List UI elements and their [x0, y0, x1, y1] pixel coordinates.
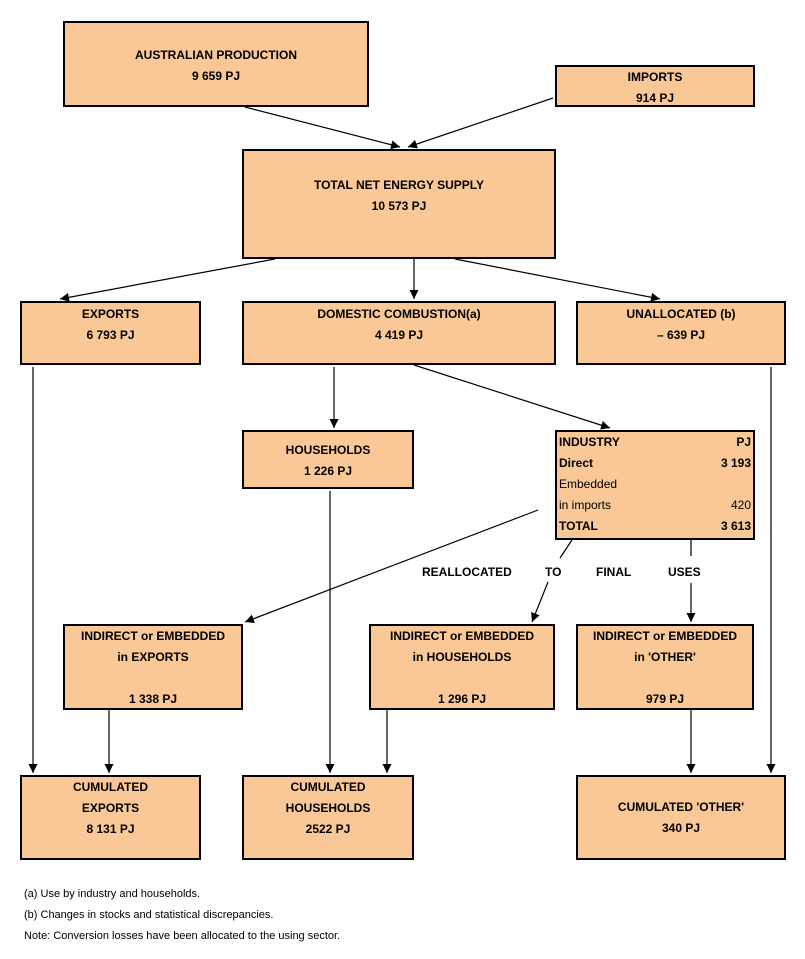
industry-total-label: TOTAL [559, 519, 598, 533]
indirect-exports-line1: INDIRECT or EMBEDDED [80, 629, 225, 643]
australian-production-title: AUSTRALIAN PRODUCTION [135, 48, 297, 62]
cumulated-households-line1: CUMULATED [290, 780, 366, 794]
arrow-production-to-supply [244, 106, 401, 150]
indirect-households-line1: INDIRECT or EMBEDDED [389, 629, 534, 643]
cumulated-other-value: 340 PJ [661, 821, 701, 835]
realloc-word-to: TO [545, 565, 562, 579]
households-value: 1 226 PJ [303, 464, 353, 478]
imports-title: IMPORTS [627, 70, 683, 84]
industry-direct-value: 3 193 [720, 456, 751, 470]
industry-direct-row: Direct 3 193 [559, 453, 751, 474]
domestic-combustion-value: 4 419 PJ [374, 328, 424, 342]
indirect-exports-box: INDIRECT or EMBEDDED in EXPORTS 1 338 PJ [63, 624, 243, 710]
cumulated-households-box: CUMULATED HOUSEHOLDS 2522 PJ [242, 775, 414, 860]
industry-total-value: 3 613 [720, 519, 751, 533]
arrow-industry-to-ind-households-tip [531, 581, 549, 623]
industry-embedded-label-2: in imports [559, 498, 612, 512]
cumulated-exports-value: 8 131 PJ [86, 822, 135, 836]
exports-box: EXPORTS 6 793 PJ [20, 301, 201, 365]
exports-value: 6 793 PJ [86, 328, 135, 342]
realloc-word-final: FINAL [596, 565, 632, 579]
industry-direct-label: Direct [559, 456, 594, 470]
footnote-a: (a) Use by industry and households. [24, 888, 201, 900]
total-net-energy-supply-title: TOTAL NET ENERGY SUPPLY [313, 178, 485, 192]
cumulated-other-line1: CUMULATED 'OTHER' [617, 800, 745, 814]
arrow-industry-to-ind-households [559, 539, 573, 559]
indirect-other-line1: INDIRECT or EMBEDDED [592, 629, 737, 643]
industry-header-row: INDUSTRY PJ [559, 432, 751, 453]
indirect-households-box: INDIRECT or EMBEDDED in HOUSEHOLDS 1 296… [369, 624, 555, 710]
total-net-energy-supply-box: TOTAL NET ENERGY SUPPLY 10 573 PJ [242, 149, 556, 259]
industry-total-row: TOTAL 3 613 [559, 516, 751, 537]
arrow-supply-to-exports [59, 258, 276, 302]
australian-production-box: AUSTRALIAN PRODUCTION 9 659 PJ [63, 21, 369, 107]
industry-embedded-row-2: in imports 420 [559, 495, 751, 516]
industry-embedded-row-1: Embedded [559, 474, 751, 495]
arrow-industry-to-ind-exports [244, 509, 539, 623]
unallocated-box: UNALLOCATED (b) – 639 PJ [576, 301, 786, 365]
indirect-other-line2: in 'OTHER' [634, 650, 696, 664]
domestic-combustion-box: DOMESTIC COMBUSTION(a) 4 419 PJ [242, 301, 556, 365]
exports-title: EXPORTS [81, 307, 140, 321]
cumulated-exports-box: CUMULATED EXPORTS 8 131 PJ [20, 775, 201, 860]
arrow-domestic-to-industry [413, 364, 611, 430]
industry-box: INDUSTRY PJ Direct 3 193 Embedded in imp… [555, 430, 755, 540]
industry-unit: PJ [736, 435, 751, 449]
cumulated-households-value: 2522 PJ [305, 822, 351, 836]
total-net-energy-supply-value: 10 573 PJ [371, 199, 427, 213]
imports-value: 914 PJ [635, 91, 675, 105]
australian-production-value: 9 659 PJ [191, 69, 241, 83]
indirect-households-value: 1 296 PJ [437, 692, 487, 706]
realloc-word-reallocated: REALLOCATED [422, 565, 512, 579]
imports-box: IMPORTS 914 PJ [555, 65, 755, 107]
arrow-supply-to-unallocated [454, 258, 661, 302]
unallocated-title: UNALLOCATED (b) [626, 307, 736, 321]
indirect-exports-line2: in EXPORTS [117, 650, 189, 664]
cumulated-households-line2: HOUSEHOLDS [285, 801, 371, 815]
industry-embedded-value: 420 [730, 498, 751, 512]
footnote-conversion: Note: Conversion losses have been alloca… [24, 930, 341, 942]
indirect-other-box: INDIRECT or EMBEDDED in 'OTHER' 979 PJ [576, 624, 754, 710]
arrow-imports-to-supply [407, 97, 554, 149]
indirect-exports-value: 1 338 PJ [128, 692, 178, 706]
unallocated-value: – 639 PJ [656, 328, 706, 342]
cumulated-exports-line1: CUMULATED [72, 780, 149, 794]
footnotes: (a) Use by industry and households. (b) … [24, 884, 340, 947]
indirect-other-value: 979 PJ [645, 692, 685, 706]
industry-title: INDUSTRY [559, 435, 620, 449]
households-title: HOUSEHOLDS [285, 443, 371, 457]
cumulated-exports-line2: EXPORTS [81, 801, 140, 815]
cumulated-other-box: CUMULATED 'OTHER' 340 PJ [576, 775, 786, 860]
indirect-households-line2: in HOUSEHOLDS [412, 650, 512, 664]
industry-embedded-label-1: Embedded [559, 477, 618, 491]
footnote-b: (b) Changes in stocks and statistical di… [24, 909, 274, 921]
realloc-word-uses: USES [668, 565, 701, 579]
domestic-combustion-title: DOMESTIC COMBUSTION(a) [317, 307, 481, 321]
households-box: HOUSEHOLDS 1 226 PJ [242, 430, 414, 489]
